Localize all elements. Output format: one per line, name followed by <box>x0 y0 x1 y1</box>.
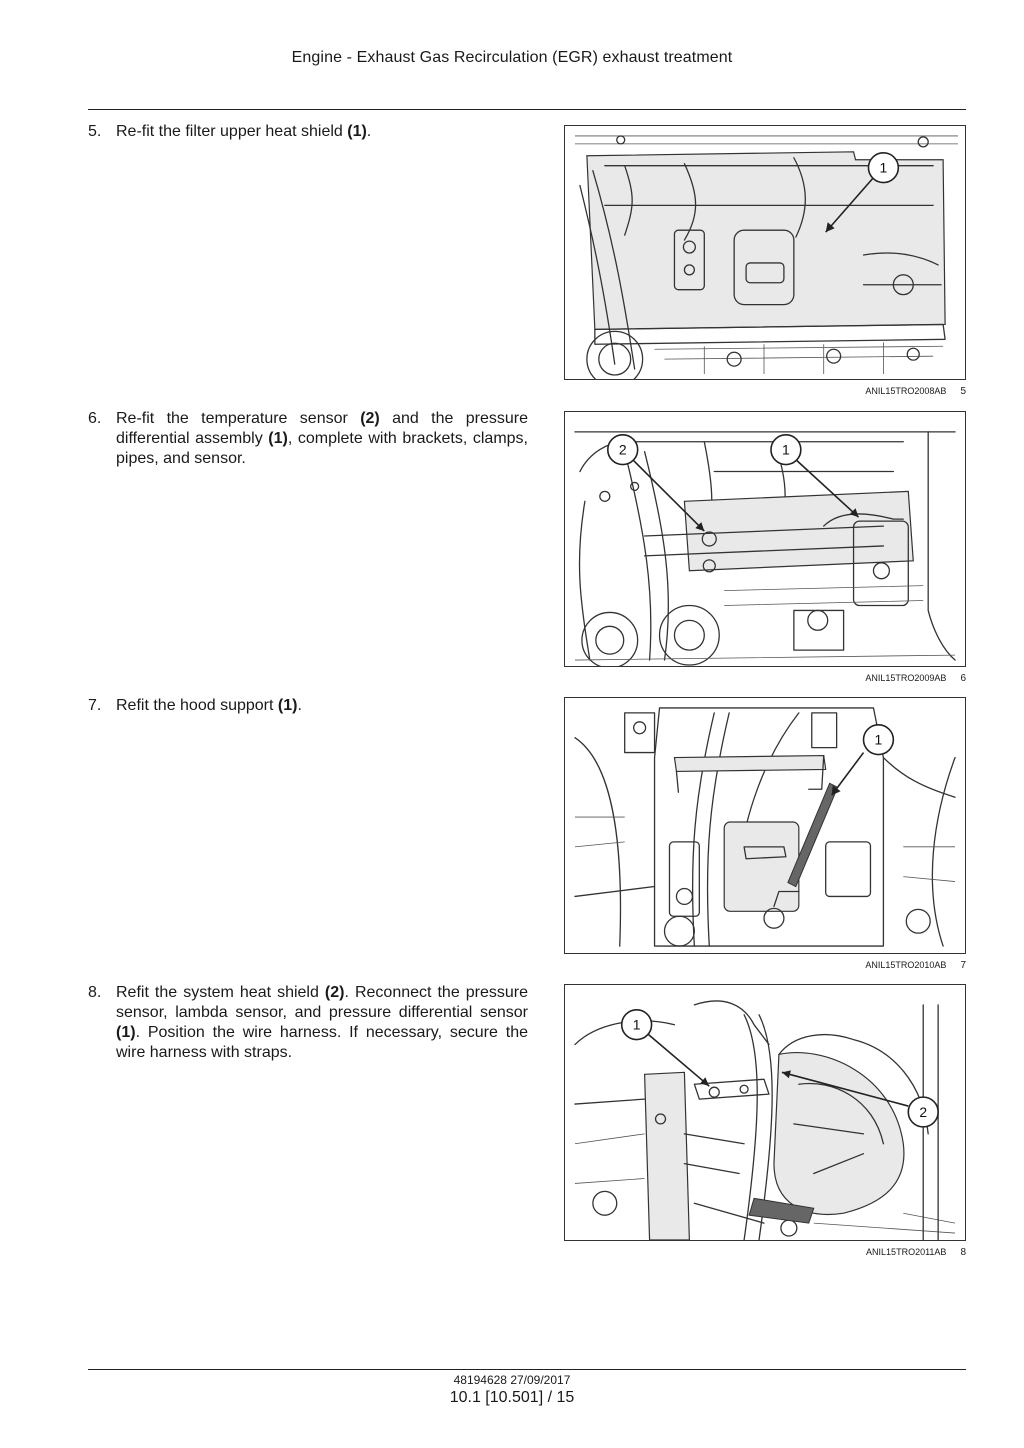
footer-page-number: 10.1 [10.501] / 15 <box>449 1389 575 1406</box>
figure-number: 5 <box>960 386 966 397</box>
figure-5-caption: ANIL15TRO2008AB 5 <box>564 386 966 397</box>
figure-code: ANIL15TRO2009AB <box>865 673 947 683</box>
figure-8-caption: ANIL15TRO2011AB 8 <box>564 1247 966 1258</box>
step-number: 7. <box>88 697 102 714</box>
callout-1: 1 <box>620 1009 653 1041</box>
step-number: 8. <box>88 984 102 1001</box>
callout-2: 2 <box>907 1096 939 1128</box>
figure-number: 6 <box>960 673 966 684</box>
header-rule <box>88 109 966 110</box>
step-7: 7. Refit the hood support (1). <box>88 696 528 716</box>
figure-code: ANIL15TRO2011AB <box>866 1247 947 1257</box>
footer-document-id: 48194628 27/09/2017 <box>453 1373 571 1387</box>
callout-1: 1 <box>867 151 900 184</box>
step-6: 6. Re-fit the temperature sensor (2) and… <box>88 409 528 469</box>
step-8: 8. Refit the system heat shield (2). Rec… <box>88 983 528 1063</box>
step-text: Re-fit the filter upper heat shield (1). <box>116 123 372 140</box>
step-5: 5. Re-fit the filter upper heat shield (… <box>88 122 528 142</box>
svg-text:1: 1 <box>633 1017 641 1033</box>
svg-text:2: 2 <box>619 442 627 458</box>
figure-code: ANIL15TRO2010AB <box>865 960 947 970</box>
figure-7-hood-support: 1 <box>564 697 966 954</box>
figure-8-system-heat-shield: 1 2 <box>564 984 966 1241</box>
svg-text:1: 1 <box>880 160 888 176</box>
step-number: 6. <box>88 410 102 427</box>
step-text: Refit the hood support (1). <box>116 697 302 714</box>
step-text: Refit the system heat shield (2). Reconn… <box>116 984 529 1061</box>
step-number: 5. <box>88 123 102 140</box>
svg-text:1: 1 <box>875 732 883 748</box>
figure-6-pressure-differential: 2 1 <box>564 411 966 667</box>
svg-text:1: 1 <box>782 442 790 458</box>
figure-code: ANIL15TRO2008AB <box>865 386 947 396</box>
callout-2: 2 <box>606 434 639 466</box>
svg-text:2: 2 <box>919 1104 927 1120</box>
footer-rule <box>88 1369 966 1370</box>
figure-number: 7 <box>960 960 966 971</box>
figure-5-filter-heat-shield: 1 <box>564 125 966 380</box>
figure-7-caption: ANIL15TRO2010AB 7 <box>564 960 966 971</box>
callout-1: 1 <box>770 434 802 466</box>
step-text: Re-fit the temperature sensor (2) and th… <box>116 410 528 467</box>
callout-1: 1 <box>862 723 895 756</box>
figure-6-caption: ANIL15TRO2009AB 6 <box>564 673 966 684</box>
page-header-title: Engine - Exhaust Gas Recirculation (EGR)… <box>291 49 733 66</box>
figure-number: 8 <box>960 1247 966 1258</box>
